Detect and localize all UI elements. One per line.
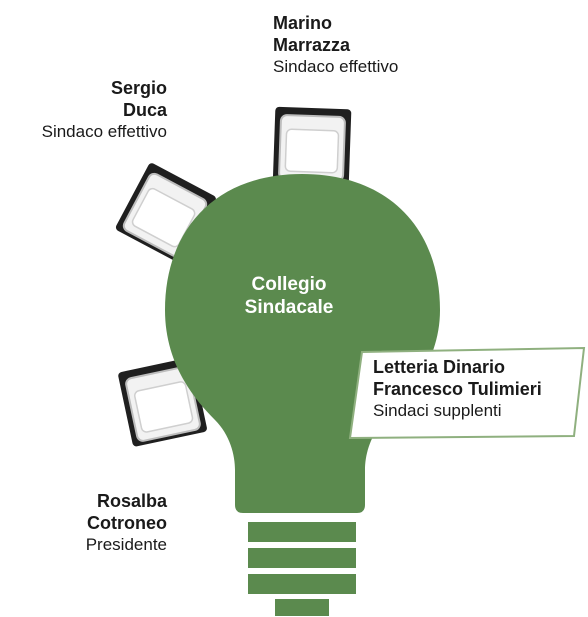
center-title-line2: Sindacale (244, 297, 334, 318)
member-role: Sindaco effettivo (273, 57, 399, 76)
member-last-name: Duca (122, 100, 167, 120)
member-first-name: Rosalba (96, 491, 167, 511)
center-title: Collegio Sindacale (214, 273, 364, 319)
member-first-name: Sergio (110, 78, 167, 98)
member-marino: Marino Marrazza Sindaco effettivo (273, 12, 398, 77)
bulb-base-tip (275, 599, 329, 616)
member-first-name: Marino (273, 13, 333, 33)
supplente-name-1: Letteria Dinario (373, 357, 506, 377)
member-sergio: Sergio Duca Sindaco effettivo (42, 77, 167, 142)
bulb-base-3 (248, 574, 356, 594)
supplente-name-2: Francesco Tulimieri (373, 379, 542, 399)
member-rosalba: Rosalba Cotroneo Presidente (86, 490, 167, 555)
bulb-base-2 (248, 548, 356, 568)
chair-left-top (115, 163, 216, 264)
supplenti-label: Letteria Dinario Francesco Tulimieri Sin… (373, 356, 542, 421)
center-title-line1: Collegio (251, 274, 327, 295)
member-last-name: Cotroneo (87, 513, 167, 533)
member-role: Presidente (85, 535, 167, 554)
bulb-shape (165, 174, 440, 513)
member-role: Sindaco effettivo (41, 122, 167, 141)
supplenti-box (348, 346, 586, 440)
member-last-name: Marrazza (273, 35, 351, 55)
bulb-base-1 (248, 522, 356, 542)
supplenti-role: Sindaci supplenti (373, 401, 502, 420)
chair-top (272, 106, 352, 186)
